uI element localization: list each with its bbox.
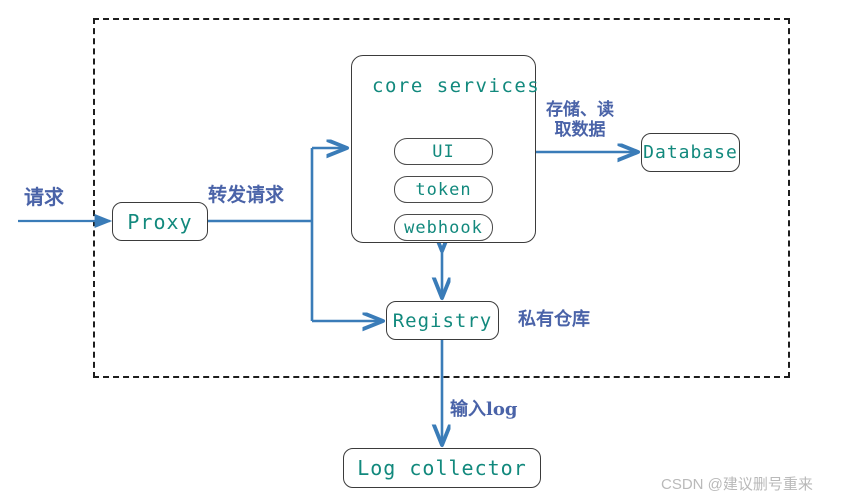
edge-proxy-to-trunk — [208, 148, 381, 321]
node-log-collector-label: Log collector — [357, 456, 527, 480]
node-ui[interactable]: UI — [394, 138, 493, 165]
label-private-repository: 私有仓库 — [518, 309, 590, 330]
node-webhook-label: webhook — [404, 217, 483, 238]
node-proxy[interactable]: Proxy — [112, 202, 208, 241]
node-registry[interactable]: Registry — [386, 301, 499, 340]
node-proxy-label: Proxy — [127, 209, 193, 234]
node-database-label: Database — [643, 142, 738, 163]
label-request: 请求 — [24, 185, 64, 209]
label-store-read-data: 存储、读 取数据 — [546, 100, 614, 140]
node-ui-label: UI — [432, 141, 455, 162]
node-registry-label: Registry — [392, 309, 493, 332]
label-store-read-data-line2: 取数据 — [554, 119, 606, 140]
label-input-log: 输入log — [450, 399, 518, 420]
node-webhook[interactable]: webhook — [394, 214, 493, 241]
node-token[interactable]: token — [394, 176, 493, 203]
node-token-label: token — [415, 179, 472, 200]
label-store-read-data-line1: 存储、读 — [546, 100, 614, 120]
group-core-services-title: core services — [372, 75, 541, 97]
node-database[interactable]: Database — [641, 133, 740, 172]
watermark: CSDN @建议删号重来 — [661, 476, 813, 493]
node-log-collector[interactable]: Log collector — [343, 448, 541, 488]
label-forward-request: 转发请求 — [208, 184, 285, 206]
